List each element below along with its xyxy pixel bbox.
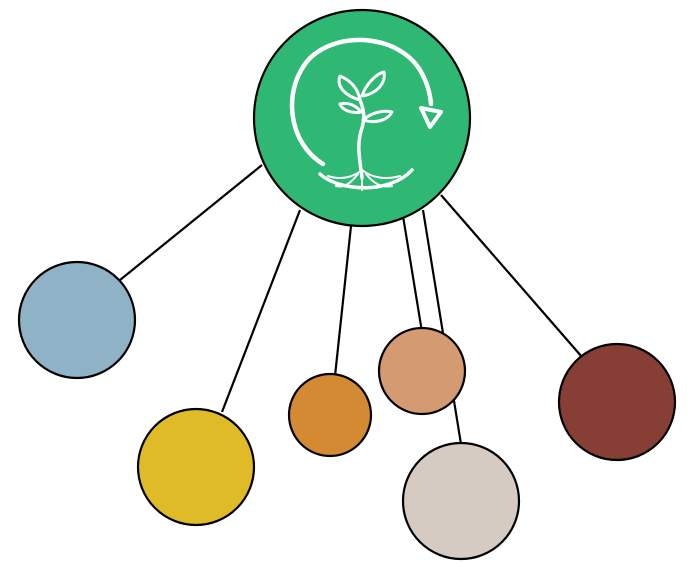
satellite-node-tan [377,326,467,416]
hub-node [252,8,472,228]
satellite-node-yellow [136,407,256,527]
connector-yellow [220,209,302,413]
satellite-node-orange [287,372,373,458]
satellite-nodes [17,260,677,561]
connector-brown [440,194,583,358]
connector-orange [333,225,353,377]
satellite-node-beige [401,441,521,561]
sprout-cycle-icon [289,37,443,191]
connector-beige [421,209,463,445]
satellite-node-blue [17,260,137,380]
connectors [119,164,583,445]
connector-tan [401,215,424,333]
satellite-node-brown [557,342,677,462]
connector-blue [119,164,263,281]
